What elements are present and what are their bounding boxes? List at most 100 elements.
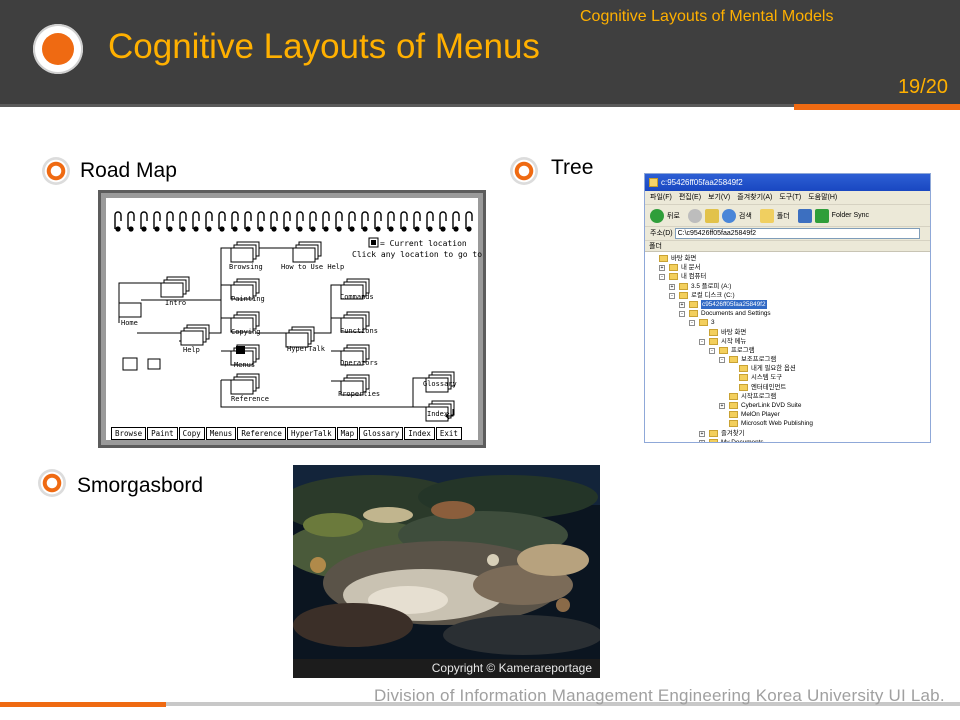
tree-row-label: 엔터테인먼트 bbox=[751, 383, 787, 391]
explorer-title-bar: c:95426ff05faa25849f2 bbox=[645, 174, 930, 191]
bullet-icon bbox=[42, 157, 70, 185]
collapse-icon: - bbox=[689, 320, 695, 327]
tree-row: +CyberLink DVD Suite bbox=[645, 401, 930, 410]
map-node-help: Help bbox=[183, 346, 200, 354]
tree-row-label: 3.5 플로피 (A:) bbox=[691, 282, 732, 290]
header-accent-bar bbox=[794, 104, 960, 110]
tree-row-label: 바탕 화면 bbox=[671, 255, 697, 262]
tree-row-label: Microsoft Web Publishing bbox=[741, 420, 813, 428]
folder-icon bbox=[729, 392, 738, 400]
folder-icon bbox=[709, 328, 718, 336]
toolbar-folder-sync-label: Folder Sync bbox=[831, 212, 870, 219]
tree-row: Microsoft Web Publishing bbox=[645, 419, 930, 428]
expand-icon: + bbox=[659, 265, 665, 272]
road-map-tab: Paint bbox=[147, 427, 178, 440]
folder-icon bbox=[729, 411, 738, 419]
collapse-icon: - bbox=[709, 347, 715, 354]
tree-row-label: 시작 메뉴 bbox=[721, 337, 747, 345]
map-node-properties: Properties bbox=[338, 390, 380, 398]
folder-icon bbox=[739, 365, 748, 373]
folder-icon bbox=[659, 255, 668, 262]
top-subtitle: Cognitive Layouts of Mental Models bbox=[580, 8, 834, 25]
map-node-browsing: Browsing bbox=[229, 263, 263, 271]
road-map-tab: Index bbox=[404, 427, 435, 440]
road-map-image: Intro Home Help Browsing How to Use Help… bbox=[98, 190, 486, 448]
views-icon bbox=[797, 208, 812, 223]
collapse-icon: - bbox=[679, 311, 685, 318]
tree-row: 바탕 화면 bbox=[645, 254, 930, 263]
tree-row: - 시작 메뉴 bbox=[645, 337, 930, 346]
spiral-binding-icon bbox=[114, 211, 473, 229]
tree-row: -Documents and Settings bbox=[645, 309, 930, 318]
tree-row-label: 시스템 도구 bbox=[751, 374, 783, 382]
explorer-menu-bar: 파일(F)편집(E)보기(V)즐겨찾기(A)도구(T)도움말(H) bbox=[645, 191, 930, 205]
folder-icon bbox=[679, 282, 688, 290]
tree-row: 내게 필요한 옵션 bbox=[645, 364, 930, 373]
smorgasbord-photo: Copyright © Kamerareportage bbox=[293, 465, 600, 678]
logo-dot-icon bbox=[42, 33, 74, 65]
sync-icon bbox=[814, 208, 829, 223]
bullet-icon bbox=[38, 469, 66, 497]
header-divider bbox=[0, 104, 960, 107]
tree-row: 엔터테인먼트 bbox=[645, 383, 930, 392]
tree-row: MelOn Player bbox=[645, 410, 930, 419]
expand-icon: + bbox=[679, 301, 685, 308]
tree-row: 바탕 화면 bbox=[645, 328, 930, 337]
map-node-commands: Commands bbox=[340, 293, 374, 301]
folder-icon bbox=[739, 383, 748, 391]
tree-row: +즐겨찾기 bbox=[645, 429, 930, 438]
explorer-menu-item: 도구(T) bbox=[779, 194, 802, 201]
expand-icon: + bbox=[669, 283, 675, 290]
tree-row: +My Documents bbox=[645, 438, 930, 443]
map-node-reference: Reference bbox=[231, 395, 269, 403]
tree-row-label: 즐겨찾기 bbox=[721, 429, 745, 437]
tree-row: -내 컴퓨터 bbox=[645, 272, 930, 281]
explorer-menu-item: 도움말(H) bbox=[808, 194, 838, 201]
folder-icon bbox=[719, 346, 728, 354]
tree-row: + c95426ff05faa25849f2 bbox=[645, 299, 930, 310]
explorer-menu-item: 편집(E) bbox=[678, 194, 702, 201]
tree-explorer-image: c:95426ff05faa25849f2 파일(F)편집(E)보기(V)즐겨찾… bbox=[644, 173, 931, 443]
map-node-hypertalk: HyperTalk bbox=[287, 345, 326, 353]
tree-row-label: CyberLink DVD Suite bbox=[741, 402, 802, 409]
map-card-stacks bbox=[118, 241, 455, 422]
tree-row: -로컬 디스크 (C:) bbox=[645, 291, 930, 300]
folder-icon bbox=[709, 429, 718, 437]
explorer-menu-item: 파일(F) bbox=[650, 194, 672, 201]
folder-icon bbox=[679, 291, 688, 299]
map-legend-instructions: Click any location to go to it. bbox=[352, 250, 483, 259]
tree-row-label: MelOn Player bbox=[741, 411, 780, 419]
tree-row-label: 프로그램 bbox=[731, 346, 755, 354]
tree-row-label: c95426ff05faa25849f2 bbox=[701, 299, 767, 310]
collapse-icon: - bbox=[699, 338, 705, 345]
folder-icon bbox=[669, 273, 678, 281]
address-field: C:\c95426ff05faa25849f2 bbox=[674, 228, 920, 239]
folder-icon bbox=[669, 264, 678, 272]
tree-row-label: My Documents bbox=[721, 438, 764, 443]
folder-icon bbox=[729, 420, 738, 428]
tree-row: +내 문서 bbox=[645, 263, 930, 272]
road-map-diagram: Intro Home Help Browsing How to Use Help… bbox=[114, 211, 483, 422]
footer-accent-bar bbox=[0, 702, 166, 707]
header-band bbox=[0, 0, 960, 104]
map-node-intro: Intro bbox=[165, 299, 186, 307]
tree-row-label: 내 컴퓨터 bbox=[681, 273, 707, 281]
address-label: 주소(D) bbox=[650, 230, 673, 237]
folder-icon bbox=[739, 374, 748, 382]
map-node-functions: Functions bbox=[340, 327, 378, 335]
road-map-tab: Menus bbox=[205, 427, 237, 440]
section-label-tree: Tree bbox=[551, 156, 594, 179]
toolbar-folders-label: 폴더 bbox=[776, 212, 790, 220]
road-map-tab: Exit bbox=[435, 427, 462, 440]
road-map-tab: Copy bbox=[178, 427, 205, 440]
collapse-icon: - bbox=[669, 292, 675, 299]
help-card-icon bbox=[147, 358, 161, 370]
map-node-operators: Operators bbox=[340, 359, 378, 367]
page-title: Cognitive Layouts of Menus bbox=[108, 27, 540, 66]
return-arrow-icon bbox=[444, 409, 454, 420]
tree-row: - 프로그램 bbox=[645, 346, 930, 355]
bullet-icon bbox=[510, 157, 538, 185]
folder-pane-header: 폴더 bbox=[645, 241, 930, 252]
tree-row-label: 보조프로그램 bbox=[741, 356, 777, 364]
